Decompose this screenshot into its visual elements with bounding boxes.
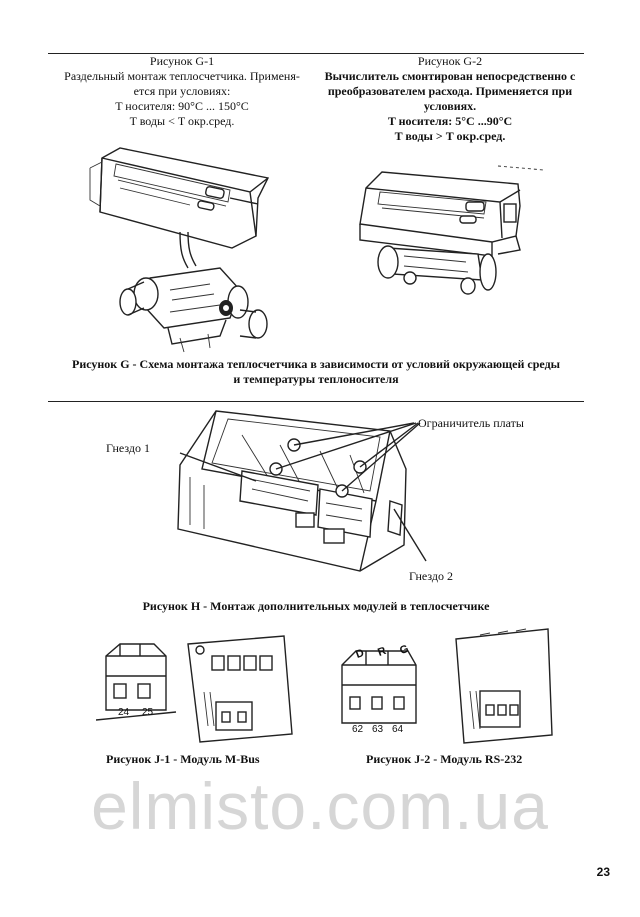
fig-g-caption: Рисунок G - Схема монтажа теплосчетчика …: [48, 357, 584, 387]
page-number: 23: [596, 865, 610, 879]
fig-g-line2: и температуры теплоносителя: [233, 372, 399, 386]
fig-g1-line2: ется при условиях:: [133, 84, 231, 98]
watermark-text: elmisto.com.ua: [91, 769, 549, 843]
fig-j1-caption: Рисунок J-1 - Модуль M-Bus: [106, 752, 260, 766]
fig-g1-caption: Рисунок G-1 Раздельный монтаж теплосчетч…: [48, 54, 316, 129]
top-rule: [48, 53, 584, 54]
fig-g1-line3: T носителя: 90°C ... 150°C: [115, 99, 249, 113]
fig-g1-line1: Раздельный монтаж теплосчетчика. Применя…: [64, 69, 300, 83]
j2-term2: 63: [372, 724, 384, 735]
label-limiter: Ограничитель платы: [418, 416, 524, 430]
label-slot2: Гнездо 2: [409, 569, 454, 583]
fig-g2-line2: преобразователем расхода. Применяется пр…: [327, 84, 573, 98]
fig-g-line1: Рисунок G - Схема монтажа теплосчетчика …: [71, 357, 561, 371]
fig-h-caption: Рисунок H - Монтаж дополнительных модуле…: [142, 599, 490, 613]
fig-j1-drawing: [96, 635, 293, 743]
fig-g2-line5: T воды > T окр.сред.: [394, 129, 506, 143]
fig-g2-title: Рисунок G-2: [417, 54, 483, 68]
j1-term1: 24: [118, 707, 130, 718]
fig-j2-caption: Рисунок J-2 - Модуль RS-232: [366, 752, 523, 766]
fig-g2-line1: Вычислитель смонтирован непосредственно …: [324, 69, 576, 83]
j1-term2: 25: [142, 707, 154, 718]
fig-g1-line4: T воды < T окр.сред.: [129, 114, 235, 128]
fig-g1-drawing: [89, 147, 270, 353]
j2-term3: 64: [392, 724, 404, 735]
fig-g2-drawing: [359, 165, 545, 295]
label-slot1: Гнездо 1: [106, 441, 151, 455]
fig-g2-line3: условиях.: [423, 99, 477, 113]
fig-g2-caption: Рисунок G-2 Вычислитель смонтирован непо…: [316, 54, 584, 144]
fig-j2-drawing: [341, 628, 553, 744]
middle-rule: [48, 401, 584, 402]
fig-h-drawing: [177, 410, 427, 572]
j2-term1: 62: [352, 724, 364, 735]
fig-g1-title: Рисунок G-1: [149, 54, 215, 68]
fig-g2-line4: T носителя: 5°C ...90°C: [387, 114, 513, 128]
